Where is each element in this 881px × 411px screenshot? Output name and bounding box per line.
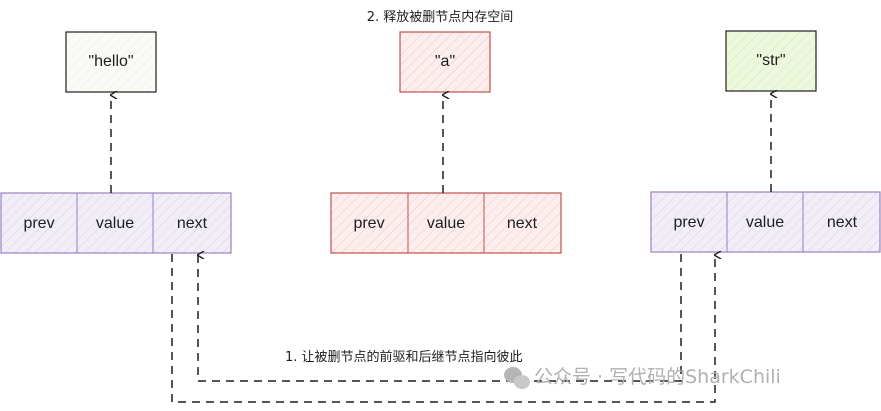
value-hello: "hello" xyxy=(88,53,133,70)
value-a: "a" xyxy=(435,53,455,70)
caption-free-memory: 2. 释放被删节点内存空间 xyxy=(367,9,514,25)
value-str: "str" xyxy=(756,52,785,69)
wechat-icon xyxy=(504,367,530,389)
node-right: prev value next xyxy=(650,191,881,253)
field-next: next xyxy=(177,215,208,232)
node-left: prev value next xyxy=(0,192,232,254)
field-prev: prev xyxy=(23,215,54,232)
arrow-next-to-right-node xyxy=(171,254,715,403)
field-prev: prev xyxy=(353,215,384,232)
caption-relink: 1. 让被删节点的前驱和后继节点指向彼此 xyxy=(285,349,523,365)
field-value: value xyxy=(427,215,465,232)
watermark-text: 公众号 · 写代码的SharkChili xyxy=(534,366,781,388)
arrow-prev-to-left-node xyxy=(198,254,682,382)
watermark: 公众号 · 写代码的SharkChili xyxy=(504,366,781,389)
value-box-str: "str" xyxy=(725,30,817,92)
value-box-a-deleted: "a" xyxy=(399,31,491,93)
field-value: value xyxy=(746,214,784,231)
field-next: next xyxy=(507,215,538,232)
value-box-hello: "hello" xyxy=(65,31,157,93)
field-prev: prev xyxy=(673,214,704,231)
field-value: value xyxy=(96,215,134,232)
node-deleted: prev value next xyxy=(330,192,562,254)
field-next: next xyxy=(827,214,858,231)
